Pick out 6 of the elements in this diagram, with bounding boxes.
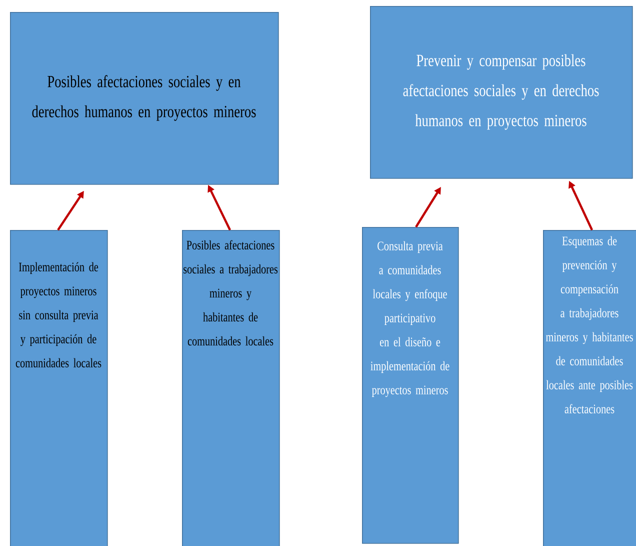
process-box: Consulta previa a comunidades locales y enfoque participativo en el diseño e implementación de proyectos mineros [362, 227, 459, 544]
process-box: Esquemas de prevención y compensación a trabajadores mineros y habitantes de comunidades locales ante posibles afectaciones [543, 230, 636, 546]
process-box: Posibles afectaciones sociales a trabajadores mineros y habitantes de comunidades locales [182, 230, 280, 546]
process-box: Implementación de proyectos mineros sin consulta previa y participación de comunidades locales [10, 230, 108, 546]
process-box: Prevenir y compensar posibles afectaciones sociales y en derechos humanos en proyectos mineros [370, 6, 633, 179]
process-box: Posibles afectaciones sociales y en derechos humanos en proyectos mineros [10, 12, 279, 185]
